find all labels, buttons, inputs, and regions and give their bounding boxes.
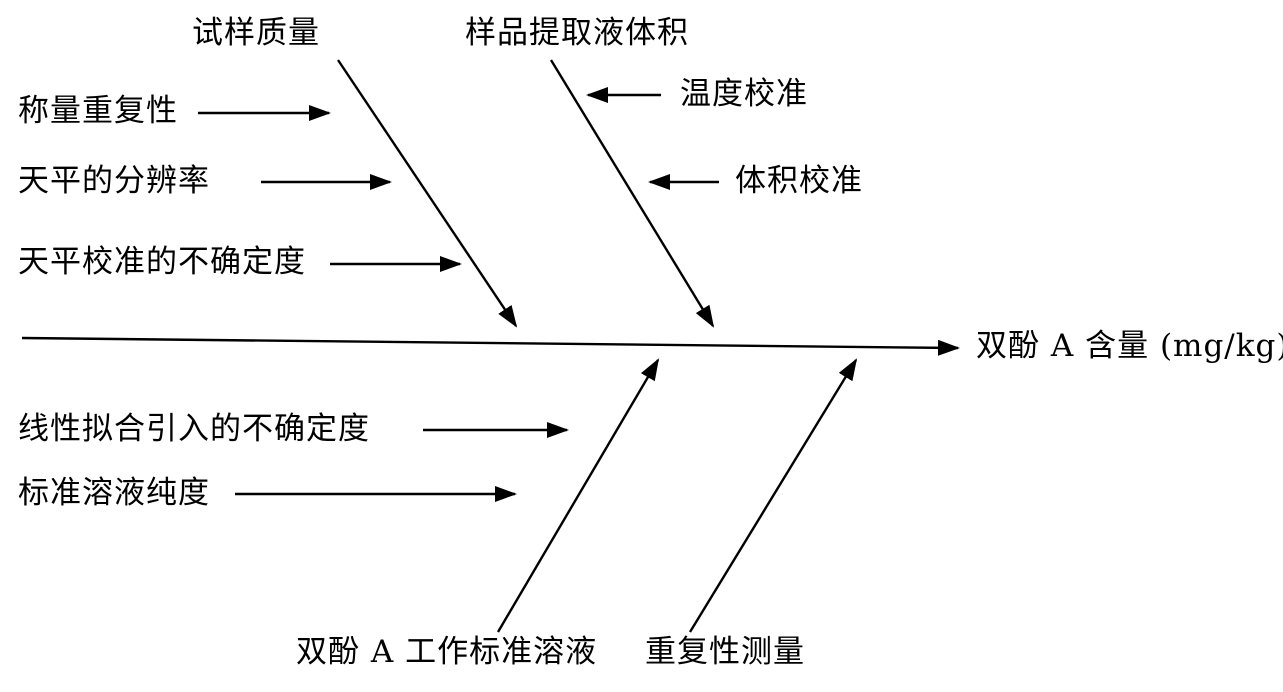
factor-label-standard-purity: 标准溶液纯度 bbox=[18, 475, 210, 511]
factor-label-balance-calibration: 天平校准的不确定度 bbox=[18, 244, 306, 280]
factor-label-weighing-repeatability: 称量重复性 bbox=[18, 93, 178, 129]
bone-repeatability bbox=[688, 358, 858, 633]
cause-label-sample-mass: 试样质量 bbox=[192, 15, 320, 51]
factor-label-balance-resolution: 天平的分辨率 bbox=[18, 163, 210, 199]
factor-label-volume-calibration: 体积校准 bbox=[735, 163, 863, 199]
cause-label-extract-volume: 样品提取液体积 bbox=[465, 15, 689, 51]
factor-label-linear-fit: 线性拟合引入的不确定度 bbox=[18, 411, 370, 447]
cause-label-repeatability: 重复性测量 bbox=[645, 634, 805, 670]
spine-arrow bbox=[21, 336, 960, 356]
bone-sample-mass bbox=[337, 59, 518, 328]
bone-working-standard bbox=[496, 358, 660, 633]
bone-extract-volume bbox=[549, 59, 715, 328]
cause-label-working-standard: 双酚 A 工作标准溶液 bbox=[296, 634, 598, 670]
effect-label: 双酚 A 含量 (mg/kg) bbox=[976, 328, 1283, 364]
factor-label-temperature-calibration: 温度校准 bbox=[680, 76, 808, 112]
